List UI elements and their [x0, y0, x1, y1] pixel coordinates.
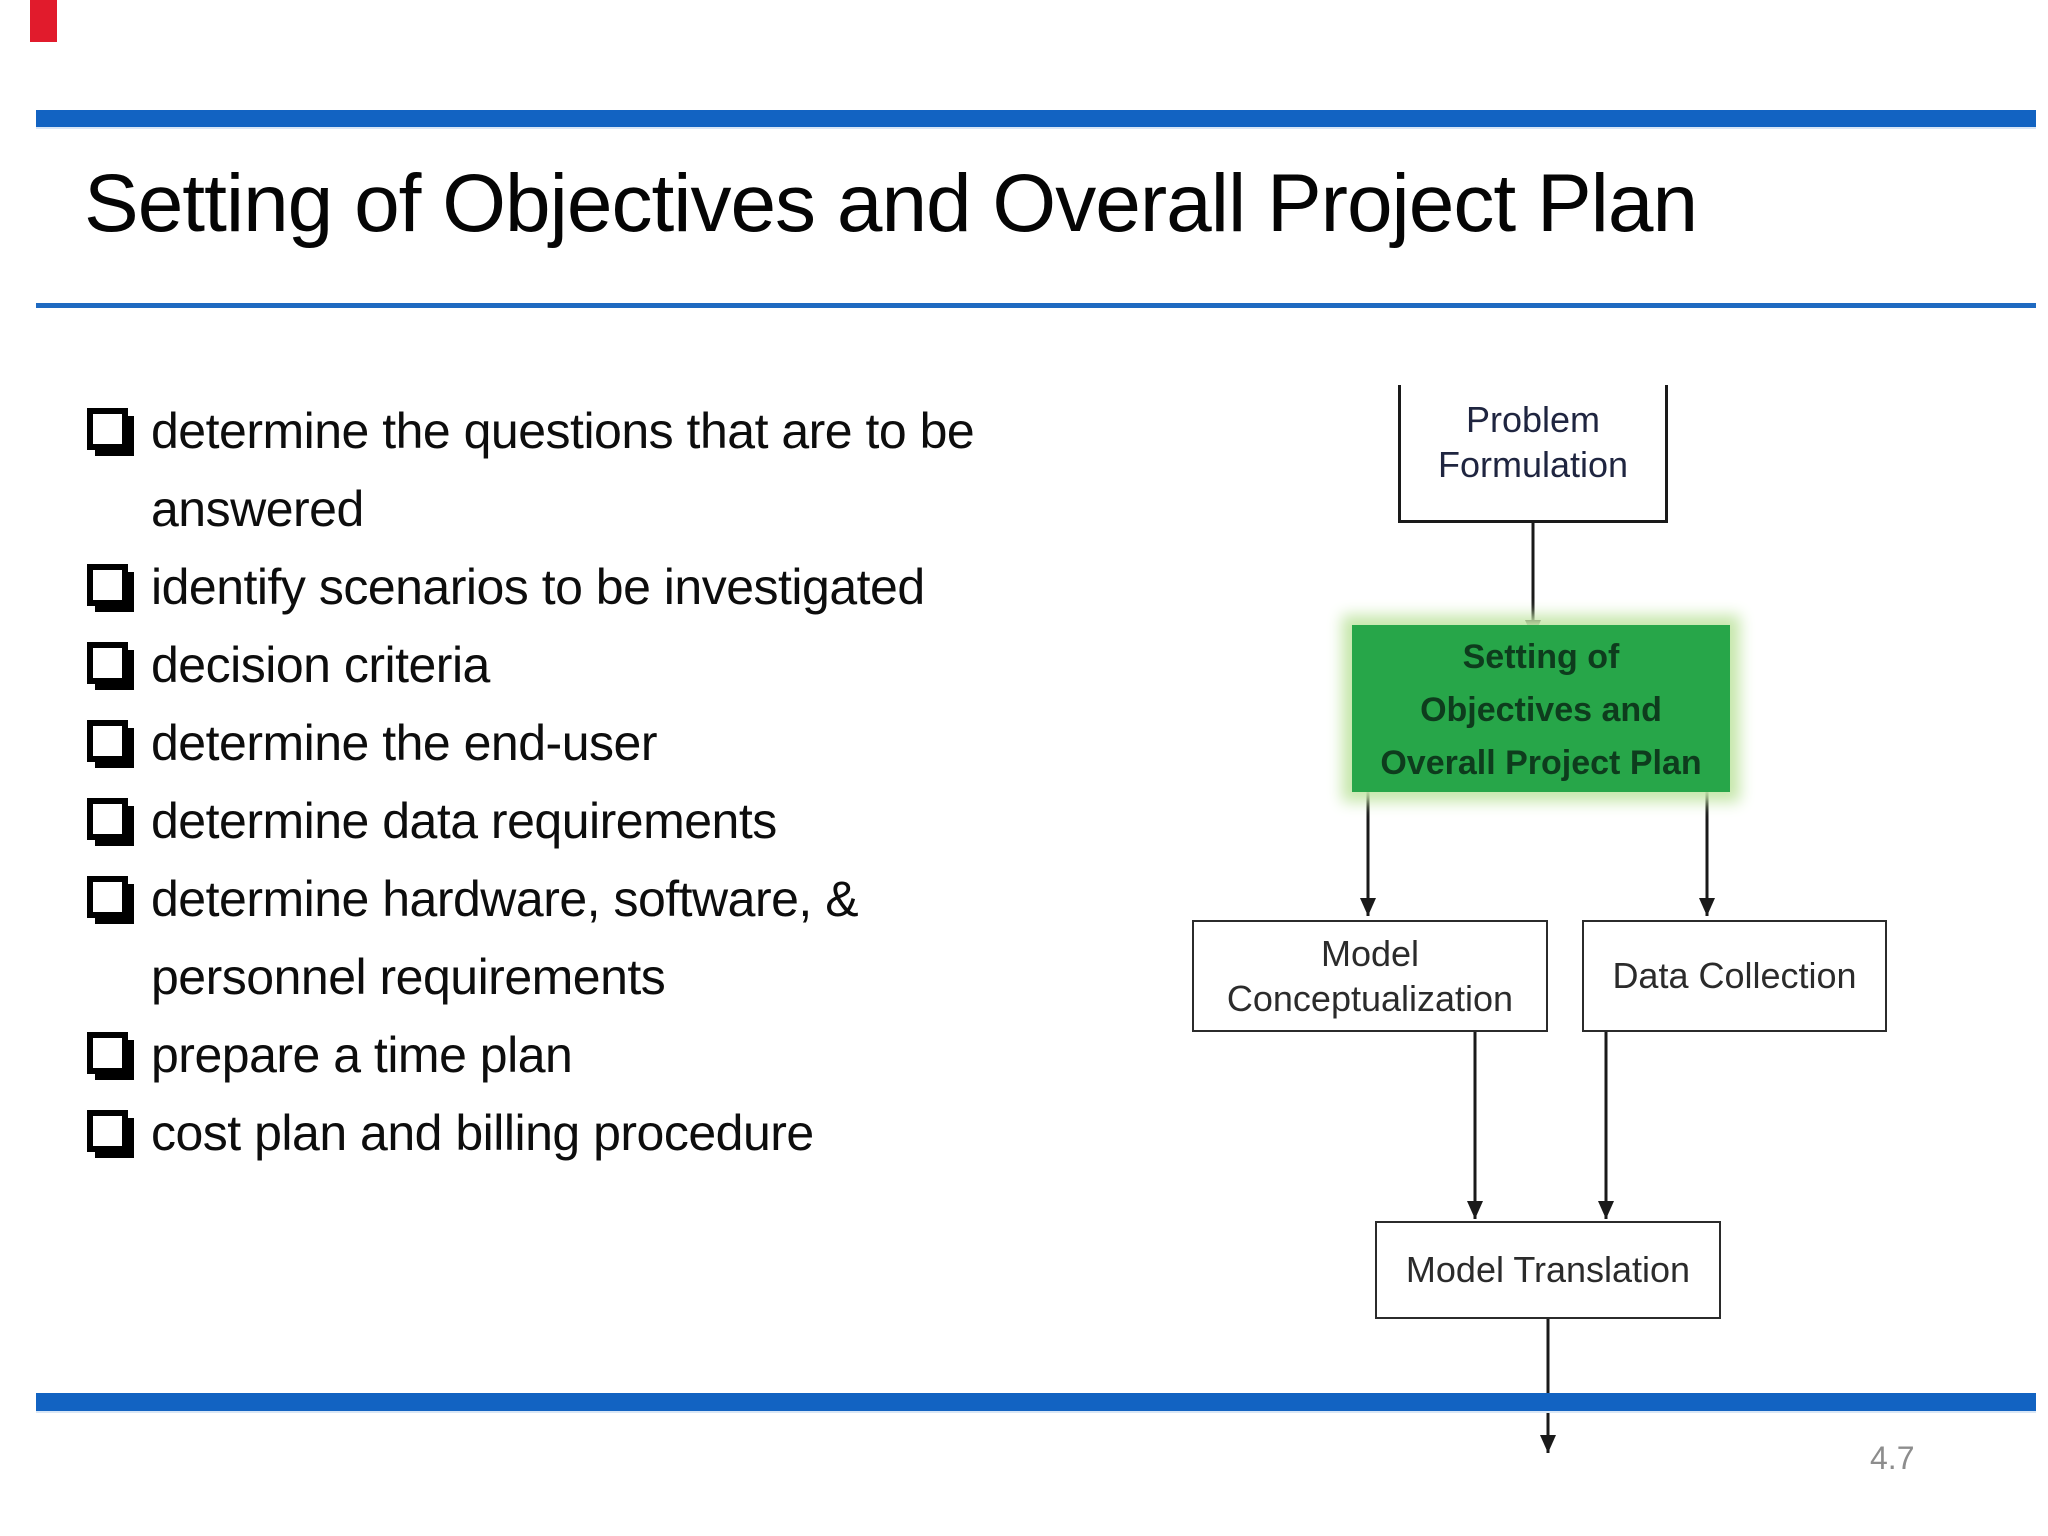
bullet-item: cost plan and billing procedure	[87, 1094, 1147, 1172]
bullet-list: determine the questions that are to be a…	[87, 392, 1147, 1172]
checkbox-bullet-icon	[87, 798, 128, 840]
checkbox-bullet-icon	[87, 1032, 128, 1074]
page-number: 4.7	[1870, 1440, 1915, 1476]
bullet-text: prepare a time plan	[151, 1027, 573, 1083]
bullet-text: cost plan and billing procedure	[151, 1105, 814, 1161]
bullet-item: determine data requirements	[87, 782, 1147, 860]
bullet-text: determine data requirements	[151, 793, 777, 849]
bullet-item: determine the questions that are to be a…	[87, 392, 1147, 548]
checkbox-bullet-icon	[87, 642, 128, 684]
red-marker	[30, 0, 57, 42]
bullet-text: decision criteria	[151, 637, 490, 693]
bullet-item: decision criteria	[87, 626, 1147, 704]
flowchart-node-data-collection: Data Collection	[1582, 920, 1887, 1032]
slide-title: Setting of Objectives and Overall Projec…	[84, 158, 1698, 249]
bullet-text: determine the questions that are to be a…	[151, 403, 975, 537]
bullet-text: identify scenarios to be investigated	[151, 559, 925, 615]
bottom-accent-bar	[36, 1393, 2036, 1413]
checkbox-bullet-icon	[87, 408, 128, 450]
checkbox-bullet-icon	[87, 876, 128, 918]
flowchart-node-model-conceptualization: Model Conceptualization	[1192, 920, 1548, 1032]
bullet-text: determine the end-user	[151, 715, 657, 771]
top-accent-bar	[36, 110, 2036, 129]
flowchart-node-problem-formulation: Problem Formulation	[1398, 385, 1668, 523]
checkbox-bullet-icon	[87, 720, 128, 762]
bullet-item: determine hardware, software, & personne…	[87, 860, 1147, 1016]
checkbox-bullet-icon	[87, 564, 128, 606]
bullet-item: determine the end-user	[87, 704, 1147, 782]
flowchart-node-model-translation: Model Translation	[1375, 1221, 1721, 1319]
title-underline	[36, 303, 2036, 308]
bullet-item: identify scenarios to be investigated	[87, 548, 1147, 626]
flowchart-node-setting-of-objectives: Setting of Objectives and Overall Projec…	[1352, 625, 1730, 792]
bullet-text: determine hardware, software, & personne…	[151, 871, 859, 1005]
bullet-item: prepare a time plan	[87, 1016, 1147, 1094]
checkbox-bullet-icon	[87, 1110, 128, 1152]
